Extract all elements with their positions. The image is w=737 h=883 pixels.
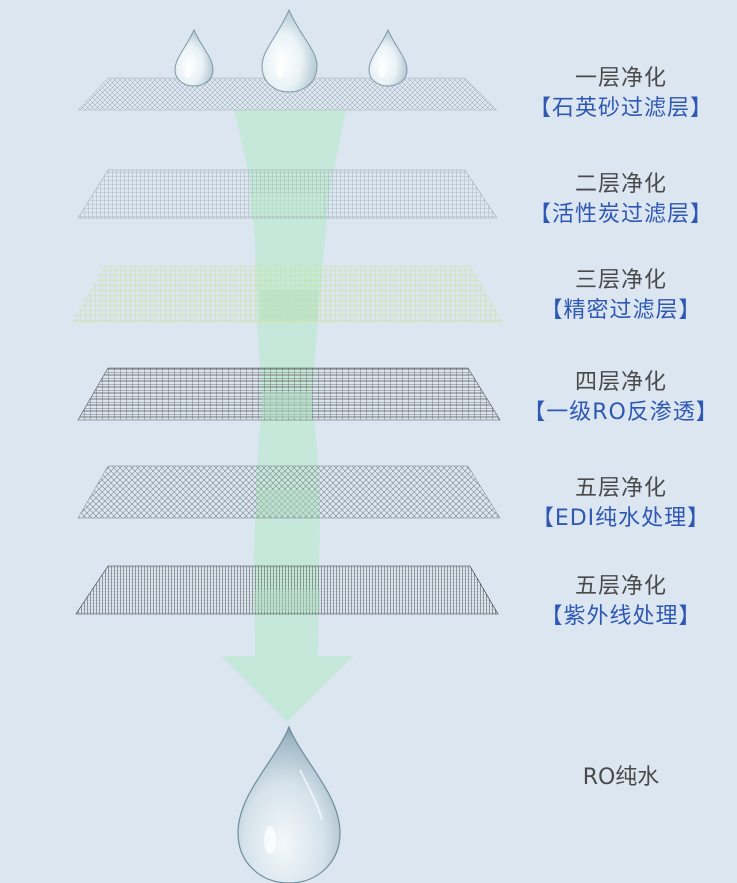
mesh-layer-6	[75, 565, 499, 615]
layer-subtitle: 【一级RO反渗透】	[523, 400, 719, 425]
mesh-layer-2	[77, 169, 498, 219]
layer-title: 五层净化	[574, 574, 667, 599]
layer-subtitle: 【精密过滤层】	[540, 298, 702, 323]
mesh-layer-3	[72, 265, 503, 323]
layer-subtitle: 【活性炭过滤层】	[528, 202, 713, 227]
output-label: RO纯水	[582, 765, 660, 790]
layer-label-5: 五层净化 【EDI纯水处理】	[505, 474, 737, 534]
layer-label-6: 五层净化 【紫外线处理】	[505, 572, 737, 632]
layer-subtitle: 【石英砂过滤层】	[528, 96, 713, 121]
water-drop-icon	[368, 28, 408, 87]
water-drop-icon	[261, 8, 318, 93]
layer-title: 三层净化	[574, 268, 667, 293]
layer-subtitle: 【紫外线处理】	[540, 604, 702, 629]
layer-label-4: 四层净化 【一级RO反渗透】	[505, 368, 737, 428]
layer-title: 一层净化	[574, 66, 667, 91]
mesh-layer-4	[77, 367, 501, 421]
layer-label-2: 二层净化 【活性炭过滤层】	[505, 170, 737, 230]
layer-label-1: 一层净化 【石英砂过滤层】	[505, 64, 737, 124]
water-drop-icon	[237, 725, 341, 883]
layer-title: 四层净化	[574, 370, 667, 395]
mesh-layer-5	[77, 465, 501, 519]
water-drop-icon	[174, 28, 214, 87]
layer-label-3: 三层净化 【精密过滤层】	[505, 266, 737, 326]
layer-title: 二层净化	[574, 172, 667, 197]
layer-title: 五层净化	[574, 476, 667, 501]
layer-subtitle: 【EDI纯水处理】	[531, 506, 711, 531]
